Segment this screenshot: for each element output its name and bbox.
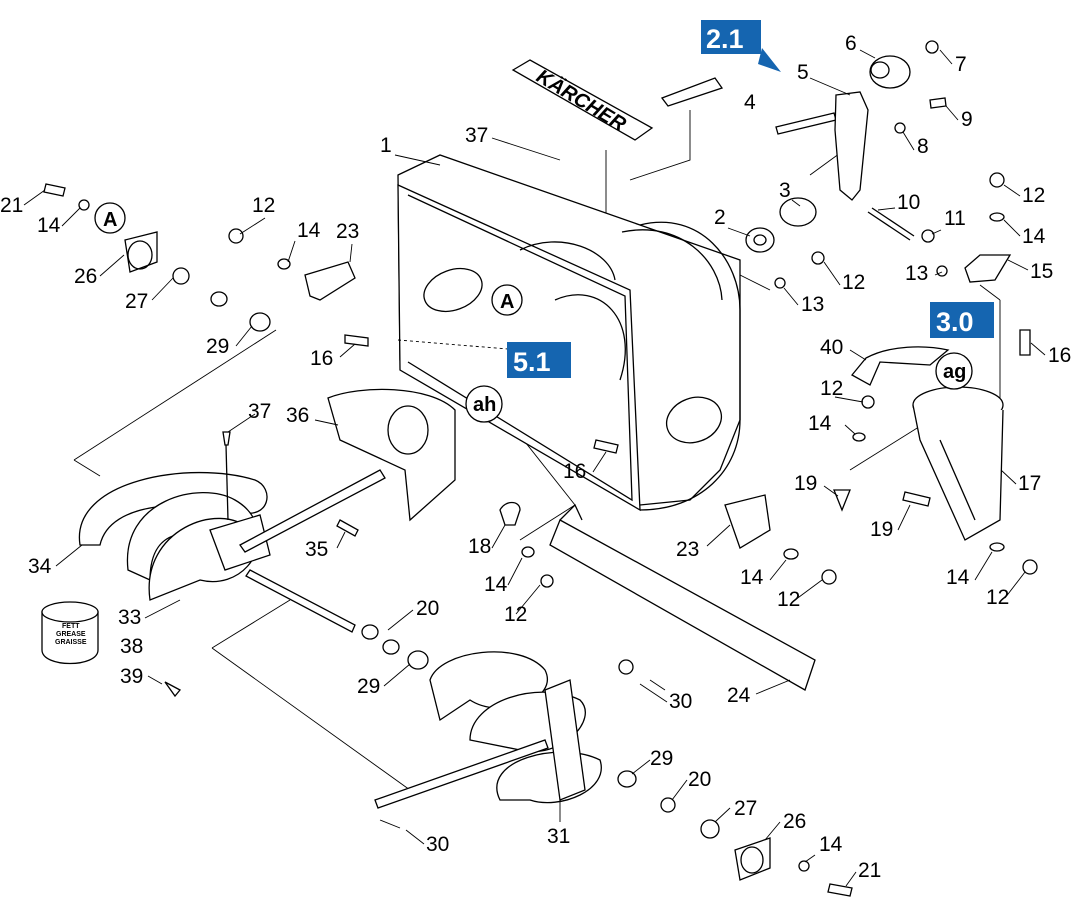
callout-31: 31 [547,825,570,848]
callout-20a: 20 [416,597,439,620]
reference-box-5-1: 5.1 [507,342,571,378]
callout-1: 1 [380,134,392,157]
callout-37a: 37 [465,124,488,147]
callout-37b: 37 [248,400,271,423]
callout-13a: 13 [801,293,824,316]
chute-crank-parts [745,40,947,289]
callout-23a: 23 [336,220,359,243]
left-end-parts [43,183,369,347]
callout-10: 10 [897,191,920,214]
callout-3: 3 [779,179,791,202]
callout-14c: 14 [1022,225,1046,248]
callout-16c: 16 [1048,344,1071,367]
reference-box-3-0: 3.0 [930,302,994,338]
svg-text:5.1: 5.1 [513,347,551,377]
callout-13b: 13 [905,262,928,285]
callout-6: 6 [845,32,857,55]
callout-5: 5 [797,61,809,84]
svg-text:ah: ah [473,394,496,416]
callout-27a: 27 [125,290,148,313]
callout-30a: 30 [669,690,692,713]
callout-12c: 12 [1022,184,1045,207]
callout-29b: 29 [357,675,380,698]
callout-12d: 12 [820,377,843,400]
callout-26a: 26 [74,265,97,288]
callout-2: 2 [714,206,726,229]
callout-12f: 12 [777,588,800,611]
svg-text:3.0: 3.0 [936,307,974,337]
callout-14f: 14 [740,566,764,589]
callout-16b: 16 [563,460,586,483]
callout-14b: 14 [297,219,321,242]
callout-14d: 14 [808,412,832,435]
detail-marker-a-left: A [94,202,126,234]
callout-12b: 12 [842,271,865,294]
callout-36: 36 [286,404,309,427]
callout-leaders [23,49,1046,887]
callout-4: 4 [744,91,756,114]
callout-27b: 27 [734,797,757,820]
callout-39: 39 [120,665,143,688]
detail-marker-ah: ah [465,385,503,423]
callout-12g: 12 [986,586,1009,609]
callout-40: 40 [820,336,843,359]
scraper-and-hardware [222,431,837,691]
grease-can: FETT GREASE GRAISSE [41,601,182,698]
callout-34: 34 [28,555,52,578]
svg-text:2.1: 2.1 [706,24,744,54]
callout-17: 17 [1018,472,1041,495]
detail-marker-ag: ag [935,352,973,390]
callouts: 1 2 3 4 5 6 7 8 9 10 11 12 12 12 12 12 1… [0,32,1071,882]
svg-text:ag: ag [943,361,966,383]
callout-12a: 12 [252,194,275,217]
callout-20b: 20 [688,768,711,791]
callout-33: 33 [118,606,141,629]
callout-16a: 16 [310,347,333,370]
callout-29a: 29 [206,335,229,358]
callout-19a: 19 [794,472,817,495]
grease-label-2: GREASE [56,631,86,638]
callout-26b: 26 [783,810,806,833]
callout-14a: 14 [37,214,61,237]
callout-24: 24 [727,684,751,707]
callout-29c: 29 [650,747,673,770]
callout-35: 35 [305,538,328,561]
detail-marker-a-housing: A [491,284,523,316]
callout-15: 15 [1030,260,1053,283]
callout-7: 7 [955,53,967,76]
auger-assembly-right [374,651,853,897]
auger-assembly-left [78,388,456,633]
svg-text:A: A [103,209,117,231]
callout-14h: 14 [819,833,843,856]
chute-assembly [833,172,1038,575]
callout-38: 38 [120,635,143,658]
callout-18: 18 [468,535,491,558]
brand-text: KÄRCHER [532,65,630,137]
callout-19b: 19 [870,518,893,541]
svg-text:A: A [500,291,514,313]
grease-label-1: FETT [62,623,80,630]
callout-23b: 23 [676,538,699,561]
callout-11: 11 [944,207,966,230]
callout-21b: 21 [858,859,881,882]
brand-decal: KÄRCHER [511,59,724,141]
callout-9: 9 [961,108,973,131]
reference-box-2-1: 2.1 [701,20,781,72]
callout-21a: 21 [0,194,23,217]
callout-12e: 12 [504,603,527,626]
callout-14g: 14 [946,566,970,589]
callout-30b: 30 [426,833,449,856]
callout-8: 8 [917,135,929,158]
grease-label-3: GRAISSE [55,639,87,646]
callout-14e: 14 [484,573,508,596]
